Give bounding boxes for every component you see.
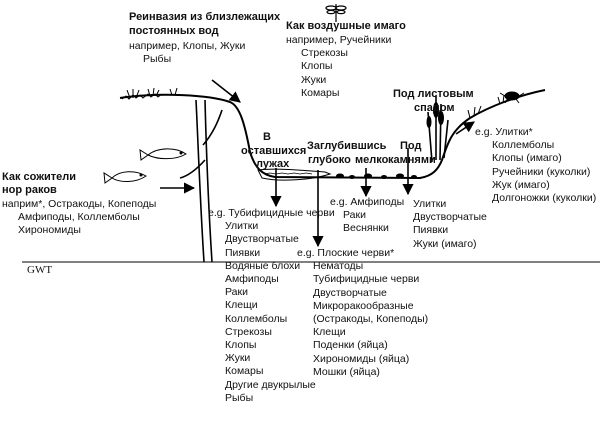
- fish-icon-2: [103, 171, 147, 184]
- stones-item: Пиявки: [413, 224, 449, 237]
- pools-item: Клещи: [225, 299, 258, 312]
- arrow-leaves: [455, 121, 475, 135]
- pools-item: Жуки: [225, 352, 251, 365]
- pools-item: Пиявки: [225, 246, 261, 259]
- burrow-deep-item: Тубифицидные черви: [313, 273, 420, 286]
- adults-item: Стрекозы: [301, 47, 348, 60]
- crayfish-title-2: нор раков: [2, 184, 57, 196]
- burrow-deep-item: Мошки (яйца): [313, 365, 380, 378]
- leaves-item: Жук (имаго): [492, 178, 550, 191]
- adults-item: Комары: [301, 86, 340, 99]
- burrow-deep-item: Нематоды: [313, 260, 364, 273]
- pools-item: Амфиподы: [225, 273, 279, 286]
- stones-item: Жуки (имаго): [413, 237, 477, 250]
- crayfish-title-1: Как сожители: [2, 171, 77, 183]
- burrow-shallow-item: Раки: [343, 209, 366, 222]
- burrow-deep-item: Поденки (яйца): [313, 339, 388, 352]
- burrow-shallow-label: мелко: [355, 154, 389, 166]
- surface-texture-left: [121, 93, 163, 100]
- pools-title-1: В: [263, 131, 271, 143]
- crayfish-item: Хирономиды: [18, 224, 81, 237]
- crayfish-burrow-icon: [179, 99, 223, 263]
- leaves-item: Долгоножки (куколки): [492, 192, 597, 205]
- pools-item: Рыбы: [225, 391, 254, 404]
- crayfish-item: Амфиподы, Коллемболы: [18, 211, 140, 224]
- pools-item: Раки: [225, 286, 248, 299]
- pools-item: e.g. Тубифицидные черви: [208, 207, 335, 219]
- burrow-title-2: глубоко: [308, 154, 351, 166]
- pool-ripples: [263, 172, 313, 175]
- burrow-deep-item: (Остракоды, Копеподы): [313, 313, 429, 326]
- burrow-deep-item: Двустворчатые: [313, 286, 387, 299]
- pools-title-3: лужах: [256, 158, 290, 170]
- burrow-title-1: Заглубившись: [307, 140, 387, 152]
- leaves-item: Коллемболы: [492, 139, 555, 152]
- pools-item: Водяные блохи: [225, 259, 301, 272]
- grass-right-icon: [467, 94, 510, 119]
- leaf-litter-icon: [426, 102, 444, 128]
- burrow-shallow-item: e.g. Амфиподы: [330, 196, 405, 208]
- pools-item: Клопы: [225, 339, 257, 352]
- dragonfly-icon: [325, 4, 347, 22]
- reinvasion-line-1: например, Клопы, Жуки: [129, 40, 246, 52]
- gwt-label: GWT: [27, 264, 53, 276]
- leaves-title-1: Под листовым: [393, 88, 474, 100]
- adults-item: например, Ручейники: [286, 34, 392, 46]
- burrow-deep-item: Клещи: [313, 326, 346, 339]
- burrow-shallow-item: Веснянки: [343, 222, 389, 235]
- pools-item: Улитки: [225, 220, 259, 233]
- adults-item: Жуки: [301, 73, 327, 86]
- burrow-deep-item: Микроракообразные: [313, 299, 414, 312]
- adults-title: Как воздушные имаго: [286, 20, 406, 32]
- arrow-reinvasion: [211, 79, 241, 103]
- reinvasion-title-2: постоянных вод: [129, 25, 219, 37]
- adults-item: Клопы: [301, 60, 333, 73]
- stones-list: Улитки Двустворчатые Пиявки Жуки (имаго): [413, 198, 487, 251]
- stones-title-1: Под: [400, 140, 422, 152]
- leaves-item: Ручейники (куколки): [492, 165, 591, 178]
- beetle-icon: [499, 91, 525, 104]
- pools-item: Коллемболы: [225, 312, 288, 325]
- stones-item: Улитки: [413, 198, 447, 210]
- pools-item: Комары: [225, 365, 264, 378]
- burrow-shallow-list: e.g. Амфиподы Раки Веснянки: [330, 196, 404, 236]
- leaves-item: Клопы (имаго): [492, 152, 562, 165]
- crayfish-item: наприм*, Остракоды, Копеподы: [2, 198, 157, 210]
- leaves-title-2: спадом: [414, 102, 455, 114]
- stones-item: Двустворчатые: [413, 211, 487, 224]
- grass-left-icon: [126, 87, 178, 99]
- reinvasion-title-1: Реинвазия из близлежащих: [129, 11, 281, 23]
- pools-item: Двустворчатые: [225, 233, 299, 246]
- leaves-item: e.g. Улитки*: [475, 126, 533, 138]
- pools-list: e.g. Тубифицидные черви Улитки Двустворч…: [208, 207, 335, 405]
- fish-icon: [139, 148, 187, 161]
- pools-item: Стрекозы: [225, 325, 272, 338]
- pools-item: Другие двукрылые: [225, 378, 316, 391]
- burrow-deep-item: e.g. Плоские черви*: [297, 247, 395, 259]
- burrow-deep-item: Хирономиды (яйца): [313, 352, 410, 365]
- stones-title-2: камнями: [388, 154, 436, 166]
- burrow-deep-list: e.g. Плоские черви* Нематоды Тубифицидны…: [297, 247, 428, 379]
- reinvasion-line-2: Рыбы: [143, 53, 172, 65]
- adults-list: например, Ручейники Стрекозы Клопы Жуки …: [286, 34, 391, 100]
- leaves-list: e.g. Улитки* Коллемболы Клопы (имаго) Ру…: [475, 126, 596, 205]
- pools-title-2: оставшихся: [241, 145, 307, 157]
- crayfish-list: наприм*, Остракоды, Копеподы Амфиподы, К…: [2, 198, 156, 238]
